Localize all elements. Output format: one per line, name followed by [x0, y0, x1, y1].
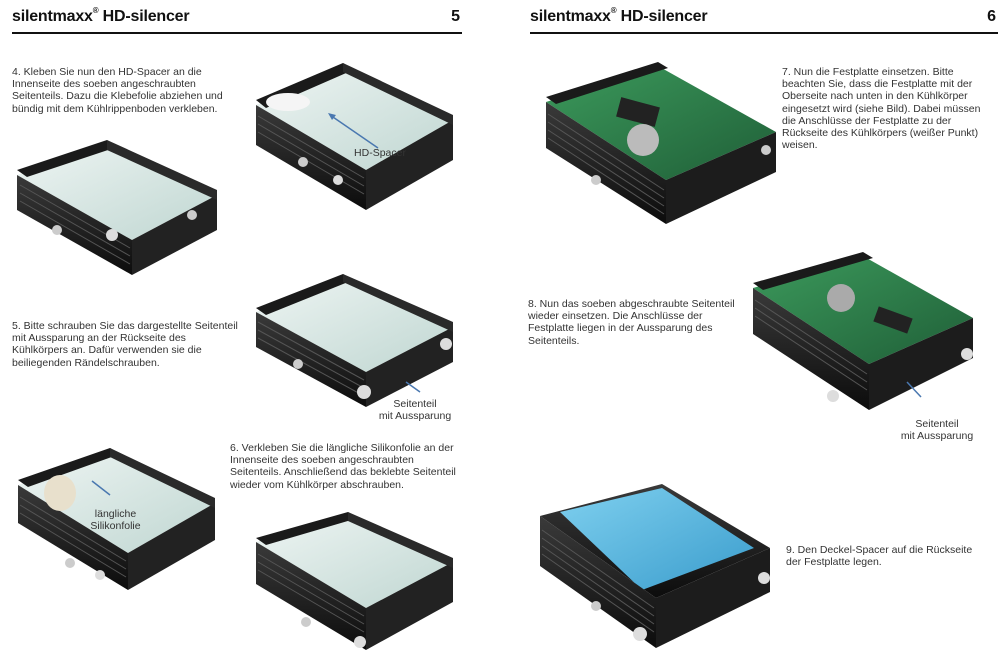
step-9-text: 9. Den Deckel-Spacer auf die Rückseite d…	[786, 544, 973, 569]
hdd-photo-step7	[538, 62, 783, 232]
step-8-text: 8. Nun das soeben abgeschraubte Seitente…	[528, 298, 735, 347]
page-number: 6	[987, 8, 996, 25]
step-5-text: 5. Bitte schrauben Sie das dargestellte …	[12, 320, 238, 369]
hdd-photo-step9	[532, 482, 777, 657]
tray-photo-hd-spacer	[248, 60, 460, 220]
tray-photo-step5	[248, 272, 460, 412]
page-6: silentmaxx® HD-silencer 6 7. Nun die Fes…	[520, 0, 1000, 666]
tray-photo-silikon	[10, 445, 222, 595]
page-number: 5	[451, 8, 460, 25]
page-5: silentmaxx® HD-silencer 5 4. Kleben Sie …	[0, 0, 470, 666]
brand-title: silentmaxx® HD-silencer	[12, 6, 190, 25]
step-7-text: 7. Nun die Festplatte einsetzen. Bitte b…	[782, 66, 981, 152]
label-silikonfolie: längliche Silikonfolie	[90, 508, 141, 532]
page-header: silentmaxx® HD-silencer 5	[12, 6, 462, 34]
label-seitenteil-left: Seitenteil mit Aussparung	[378, 398, 452, 422]
tray-photo-step6	[248, 510, 460, 660]
tray-photo-step4	[12, 135, 222, 280]
label-seitenteil-right: Seitenteil mit Aussparung	[900, 418, 974, 442]
brand-title: silentmaxx® HD-silencer	[530, 6, 708, 25]
step-6-text: 6. Verkleben Sie die längliche Silikonfo…	[230, 442, 456, 491]
page-header: silentmaxx® HD-silencer 6	[530, 6, 998, 34]
step-4-text: 4. Kleben Sie nun den HD-Spacer an die I…	[12, 66, 223, 115]
hdd-photo-step8	[745, 252, 980, 417]
label-hd-spacer: HD-Spacer	[354, 147, 406, 159]
